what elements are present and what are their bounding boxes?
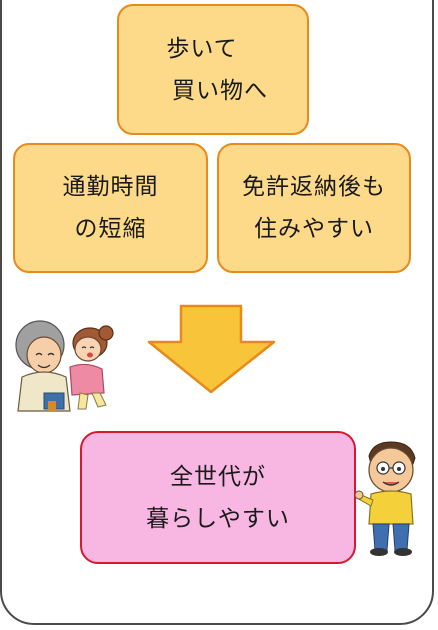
all-generations-box: 全世代が 暮らしやすい [80,431,356,564]
all-generations-line1: 全世代が [170,463,266,490]
down-arrow-icon [147,304,276,394]
commute-line1: 通勤時間 [62,174,159,200]
license-return-box: 免許返納後も 住みやすい [217,143,411,273]
walk-shopping-line2: 買い物へ [172,77,268,104]
grandmother-child-illustration [15,320,114,412]
man-pointing-illustration [354,441,416,556]
commute-line2: の短縮 [74,216,147,242]
license-return-line1: 免許返納後も [242,174,386,200]
all-generations-line2: 暮らしやすい [146,505,290,532]
commute-box: 通勤時間 の短縮 [13,143,208,273]
license-return-line2: 住みやすい [254,216,374,242]
walk-shopping-box: 歩いて 買い物へ [117,4,309,135]
walk-shopping-line1: 歩いて [166,35,238,62]
